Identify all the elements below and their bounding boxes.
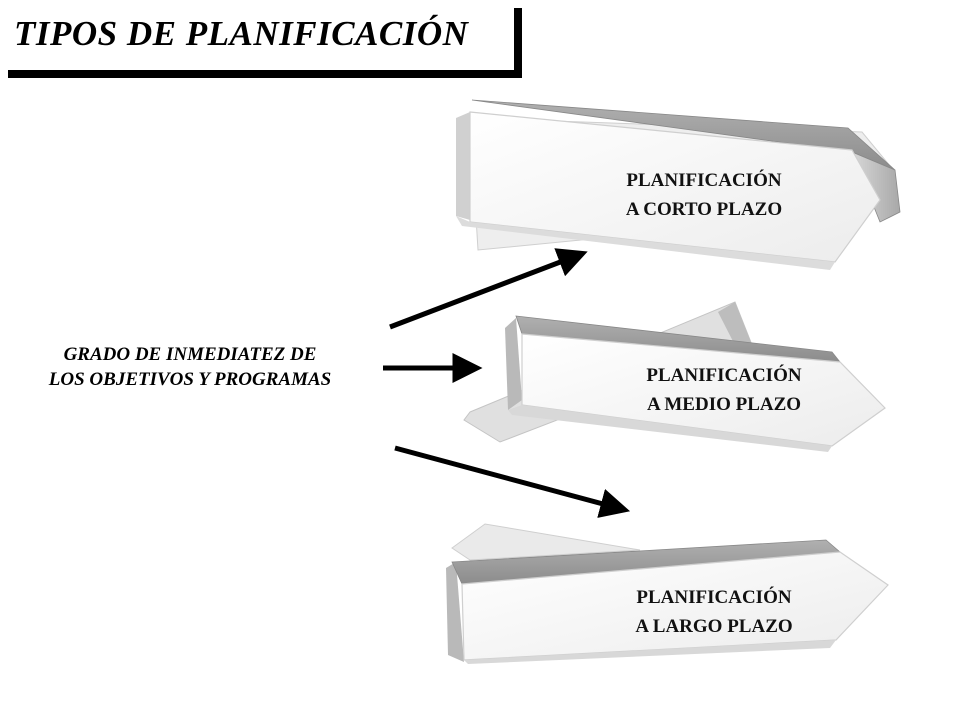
label-medium-term: PLANIFICACIÓN A MEDIO PLAZO: [624, 361, 824, 419]
arrow-to-short-term: [389, 248, 588, 330]
label-short-term-line1: PLANIFICACIÓN: [626, 170, 782, 191]
source-label-line1: GRADO DE INMEDIATEZ DE: [63, 344, 317, 365]
box-long-term: [446, 523, 889, 664]
label-short-term: PLANIFICACIÓN A CORTO PLAZO: [604, 166, 804, 224]
label-long-term-line1: PLANIFICACIÓN: [636, 587, 792, 608]
label-medium-term-line1: PLANIFICACIÓN: [646, 365, 802, 386]
arrow-to-long-term: [394, 445, 631, 518]
title-frame: [8, 8, 522, 78]
source-label-line2: LOS OBJETIVOS Y PROGRAMAS: [48, 369, 332, 390]
label-short-term-line2: A CORTO PLAZO: [625, 199, 783, 220]
label-medium-term-line2: A MEDIO PLAZO: [646, 394, 802, 415]
label-long-term-line2: A LARGO PLAZO: [635, 616, 793, 637]
page-title: TIPOS DE PLANIFICACIÓN: [14, 14, 469, 53]
label-long-term: PLANIFICACIÓN A LARGO PLAZO: [614, 583, 814, 641]
box-short-term: [456, 99, 901, 270]
box-medium-term: [463, 301, 886, 452]
source-label: GRADO DE INMEDIATEZ DE LOS OBJETIVOS Y P…: [10, 342, 370, 392]
